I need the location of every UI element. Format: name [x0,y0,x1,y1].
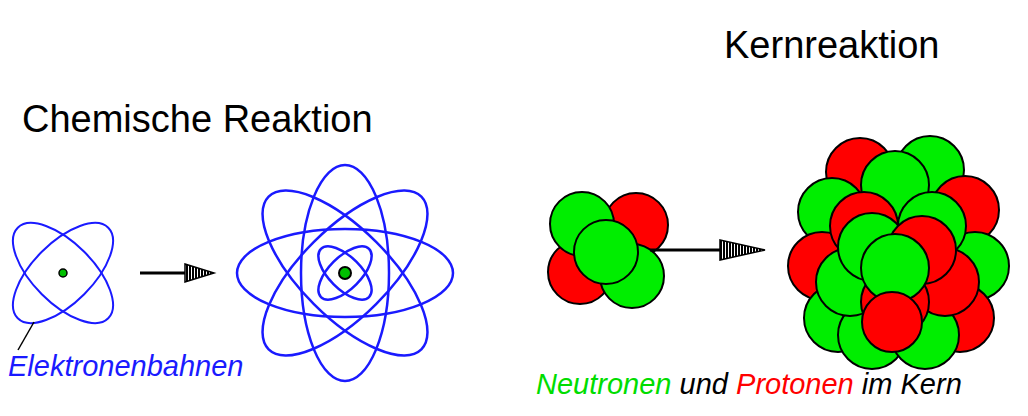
section-heading: Kernreaktion [724,24,939,68]
legend-word: Protonen [736,368,854,401]
caption-line: Neutronen undProtonenim Kern [536,368,962,401]
part-label: Elektronenbahnen [8,350,243,383]
caption-word: und [680,368,728,401]
reaction-arrow [650,240,765,260]
legend-word: Neutronen [536,368,671,401]
large-atom [237,165,453,381]
large-nucleus-cluster [788,136,1009,369]
reaction-arrow [140,264,214,282]
leader-line [18,322,34,350]
section-heading: Chemische Reaktion [22,98,373,142]
small-atom [0,207,129,340]
caption-word: im Kern [862,368,962,401]
small-nucleus [59,269,67,277]
large-nucleus-dot [339,267,351,279]
